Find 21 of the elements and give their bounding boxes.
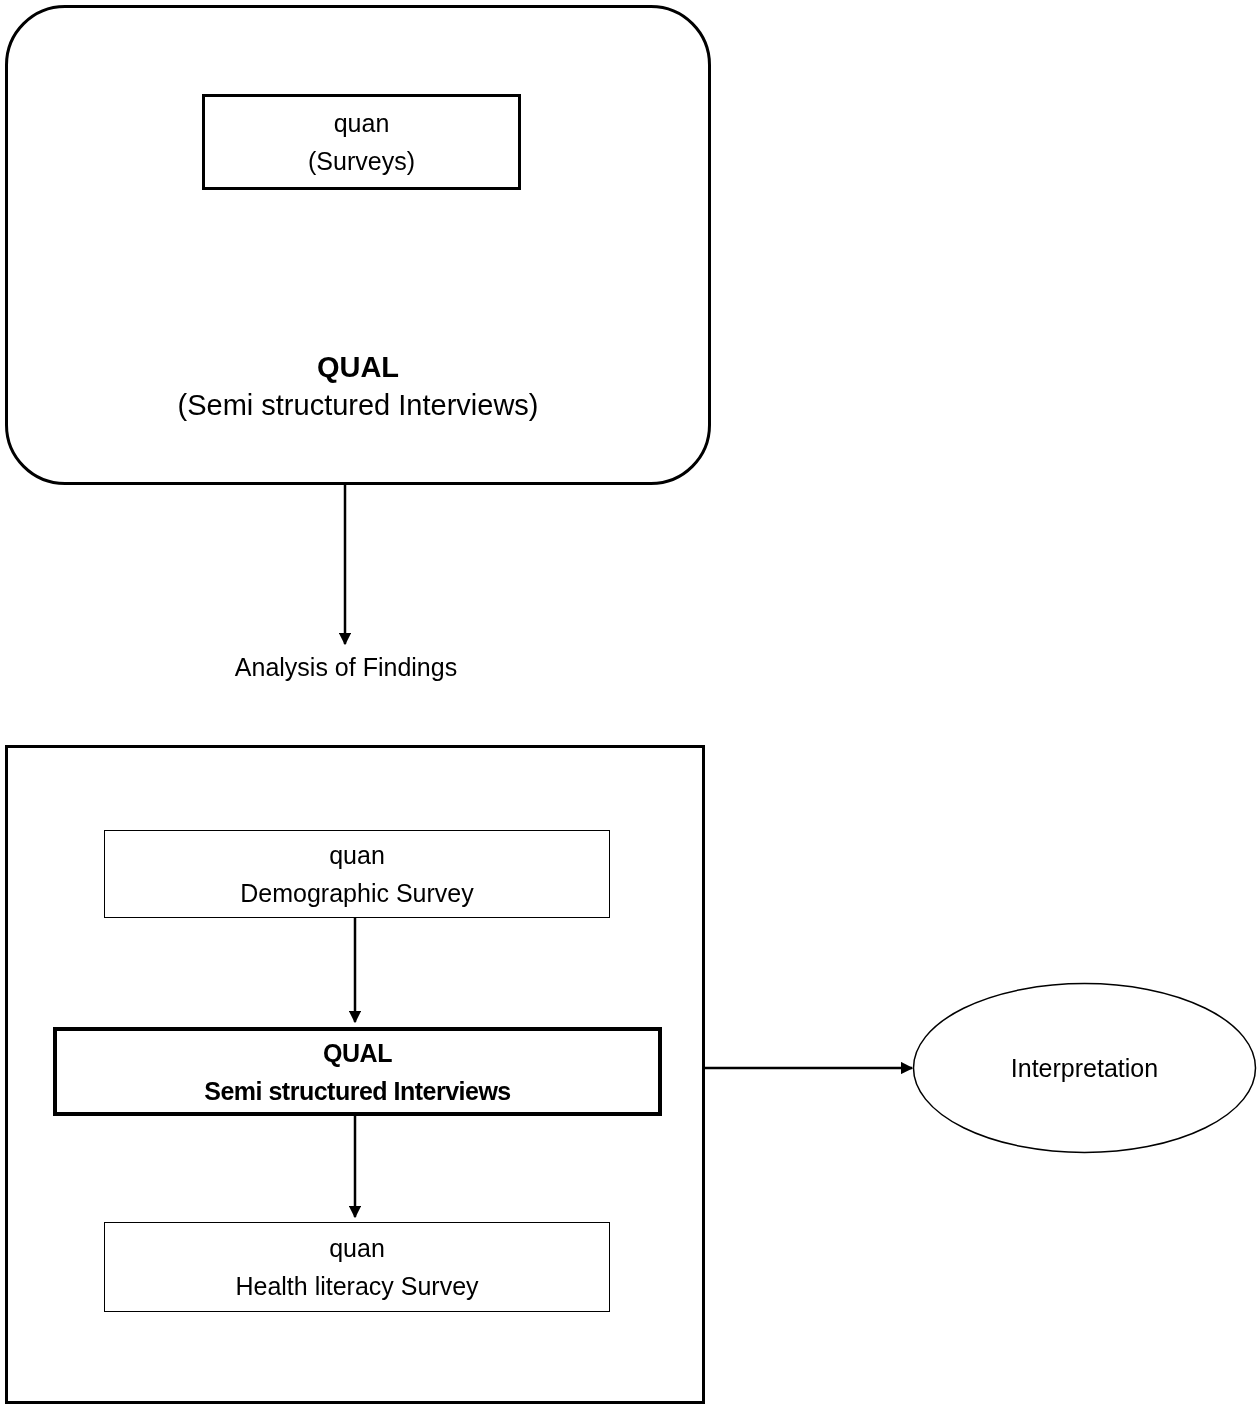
box-heading: quan bbox=[329, 840, 385, 871]
terminal-ellipse bbox=[912, 982, 1257, 1154]
box-heading: QUAL bbox=[316, 350, 400, 385]
group-frame bbox=[5, 5, 711, 485]
group-frame bbox=[5, 745, 705, 1404]
process-box bbox=[104, 830, 610, 918]
box-label: (Semi structured Interviews) bbox=[177, 388, 539, 423]
box-label: Interpretation bbox=[1010, 1053, 1159, 1084]
box-label: Analysis of Findings bbox=[234, 652, 458, 683]
box-label: (Surveys) bbox=[308, 146, 415, 177]
box-label: Demographic Survey bbox=[240, 878, 474, 909]
process-box bbox=[104, 1222, 610, 1312]
box-label: Semi structured Interviews bbox=[204, 1075, 511, 1107]
box-heading: quan bbox=[329, 1233, 385, 1264]
box-heading: QUAL bbox=[323, 1037, 392, 1069]
process-box bbox=[202, 94, 521, 190]
process-box bbox=[53, 1027, 662, 1116]
box-heading: quan bbox=[333, 108, 390, 139]
arrow bbox=[705, 1061, 914, 1075]
box-label: Health literacy Survey bbox=[235, 1271, 479, 1302]
arrow bbox=[338, 485, 352, 646]
